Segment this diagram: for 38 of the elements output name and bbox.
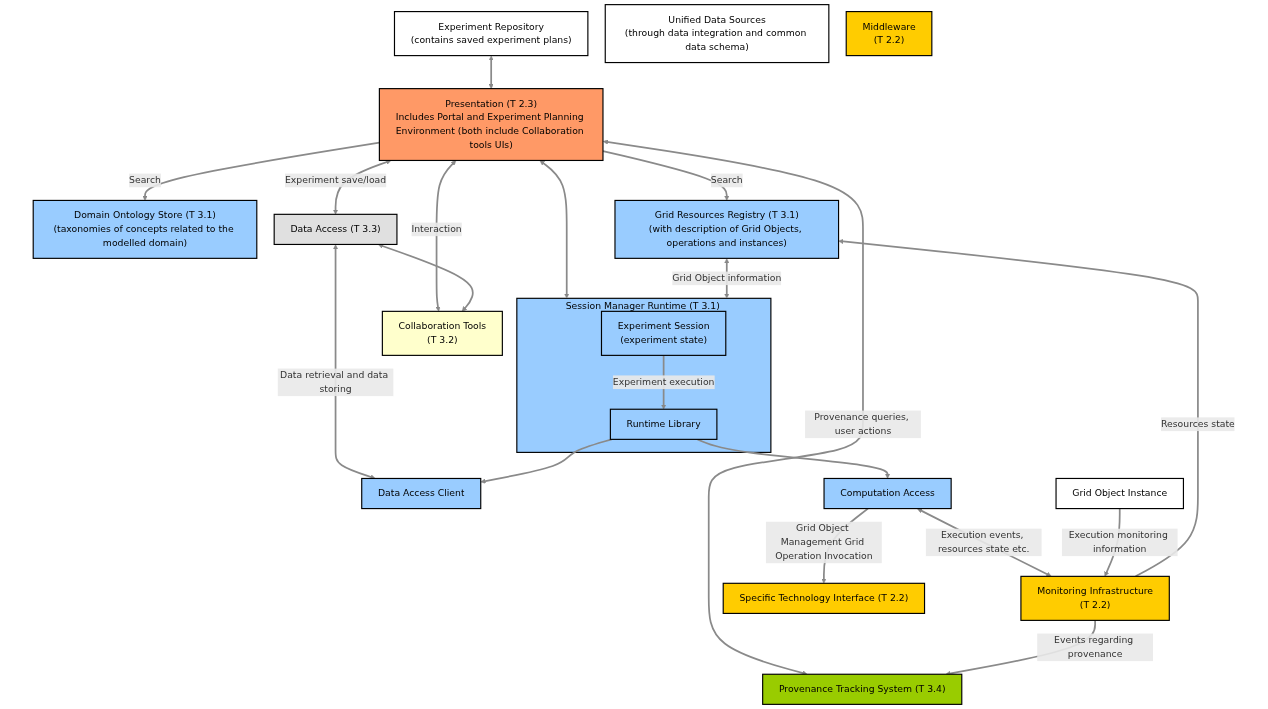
node-box: Experiment Session (experiment state) xyxy=(600,310,727,356)
arrow xyxy=(333,244,376,480)
arrow xyxy=(696,438,891,479)
node-box: Grid Object Instance xyxy=(1055,477,1184,510)
edge-label: Provenance queries, user actions xyxy=(814,411,909,437)
edge-label: Experiment execution xyxy=(612,376,715,388)
node-box: Experiment Repository (contains saved experiment plans) xyxy=(393,11,589,57)
node-box: Monitoring Infrastructure (T 2.2) xyxy=(1020,575,1170,621)
edge-label: Interaction xyxy=(411,223,462,235)
node-box: Runtime Library xyxy=(609,408,718,440)
node-box: Presentation (T 2.3) Includes Portal and Experiment Planning Environment (both include Collaboration tools UIs) xyxy=(378,88,604,162)
arrow xyxy=(917,508,1052,577)
edge-label: Resources state xyxy=(1161,418,1235,430)
edge-label: Search xyxy=(710,174,743,186)
node-box: Unified Data Sources (through data integration and common data schema) xyxy=(604,4,830,64)
arrow xyxy=(539,160,570,299)
node-box: Specific Technology Interface (T 2.2) xyxy=(722,582,926,614)
arrow xyxy=(602,150,730,201)
edge-label: Data retrieval and data storing xyxy=(280,369,389,395)
edge-label: Grid Object information xyxy=(672,272,782,284)
node-box: Grid Resources Registry (T 3.1) (with description of Grid Objects, operations and instances) xyxy=(614,199,840,259)
arrow xyxy=(435,160,457,312)
node-box: Computation Access xyxy=(823,477,952,510)
edge-label: Grid Object Management Grid Operation Invocation xyxy=(775,522,873,562)
edge-label: Execution events, resources state etc. xyxy=(937,529,1030,555)
node-box: Domain Ontology Store (T 3.1) (taxonomies of concepts related to the modelled domain) xyxy=(32,199,258,259)
edge-label: Search xyxy=(129,174,161,186)
node-box: Collaboration Tools (T 3.2) xyxy=(381,310,503,356)
arrow xyxy=(378,243,474,312)
node-box: Middleware (T 2.2) xyxy=(845,11,933,57)
node-box: Provenance Tracking System (T 3.4) xyxy=(762,673,963,705)
edge-label: Experiment save/load xyxy=(284,174,387,186)
arrow xyxy=(488,55,494,89)
edge-label: Execution monitoring information xyxy=(1068,529,1168,555)
node-box: Data Access (T 3.3) xyxy=(273,213,398,245)
arrow xyxy=(480,438,613,484)
edge-label: Events regarding provenance xyxy=(1054,634,1134,660)
node-box: Data Access Client xyxy=(361,477,482,510)
